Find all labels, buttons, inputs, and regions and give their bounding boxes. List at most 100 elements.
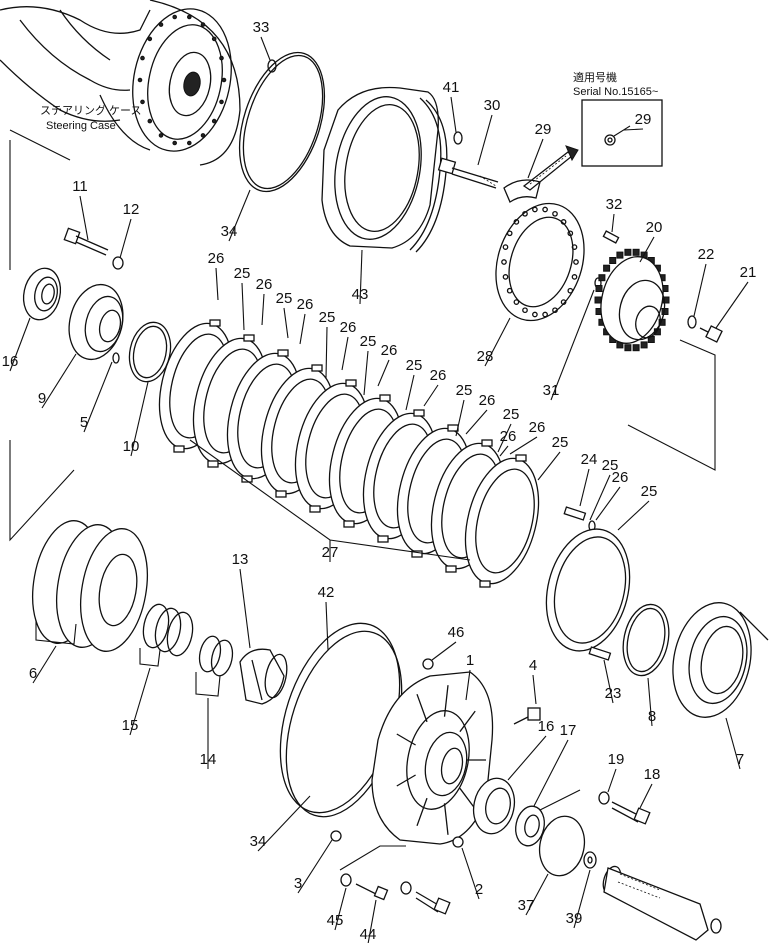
callout-c6: 6: [29, 665, 37, 682]
gear-tooth: [609, 257, 617, 264]
callout-c8: 8: [648, 708, 656, 725]
callout-labels: 3341302929111234433220222116951028312625…: [2, 19, 757, 943]
leader-c25a: [241, 282, 245, 331]
plate-hole: [501, 259, 507, 265]
callout-c19: 19: [608, 751, 625, 768]
case-bolt-hole: [147, 36, 153, 42]
callout-c25g: 25: [503, 406, 520, 423]
part-2-nut: [452, 836, 464, 848]
leader-c25i: [617, 500, 650, 531]
part-22-washer: [687, 315, 697, 329]
part-16-bearing-bottom: [472, 777, 516, 835]
leader-c2: [461, 847, 480, 900]
leader-c44: [367, 899, 377, 943]
plate-hole: [552, 210, 558, 217]
part-6-bracket: [35, 620, 77, 645]
case-bolt-hole: [158, 133, 164, 138]
gear-tooth: [640, 341, 648, 349]
leader-c20: [639, 236, 655, 263]
callout-c44: 44: [360, 926, 377, 943]
callout-c30: 30: [484, 97, 501, 114]
leader-c29a: [527, 138, 544, 179]
housing-rib: [396, 733, 416, 746]
gear-reference-line: [627, 339, 716, 471]
plate-hole: [567, 287, 574, 294]
part-44-bolt-2: [415, 891, 451, 915]
part-8-ring: [622, 603, 670, 677]
leader-c19: [607, 768, 617, 793]
case-bolt-hole: [137, 77, 143, 83]
callout-c1: 1: [466, 652, 474, 669]
callout-c26f: 26: [430, 367, 447, 384]
part-20-gear: [594, 248, 670, 352]
steering-case-label-jp: ステアリング ケース: [40, 103, 142, 117]
leader-c17: [533, 739, 569, 807]
part-16-bearing-top: [22, 267, 62, 321]
plate-hole: [522, 210, 528, 217]
part-9-hub: [68, 283, 124, 361]
callout-c25d: 25: [360, 333, 377, 350]
callout-c2: 2: [475, 881, 483, 898]
leader-c25e: [405, 374, 415, 411]
part-14-rings: [198, 635, 234, 677]
callout-c21: 21: [740, 264, 757, 281]
plate-hole: [502, 244, 509, 250]
leader-c25j: [589, 474, 611, 521]
part-15-rings: [142, 603, 194, 657]
leader-c22: [693, 263, 707, 317]
callout-c25b: 25: [276, 290, 293, 307]
part-24-pin: [563, 506, 587, 521]
part-10-ring-inner: [132, 325, 168, 379]
part-6-discs: [32, 520, 148, 652]
part-12-washer: [112, 256, 124, 270]
leader-c12: [119, 218, 132, 259]
case-bolt-hole: [147, 118, 153, 124]
part-39-washer: [583, 851, 597, 869]
leader-c21: [715, 281, 749, 329]
part-11-bolt: [63, 227, 109, 256]
leader-c9: [41, 353, 77, 409]
part-32-pin: [602, 230, 620, 244]
callout-c24: 24: [581, 451, 598, 468]
leader-c15: [129, 667, 151, 736]
leader-c3: [297, 839, 333, 894]
plate-hole: [542, 311, 548, 318]
leader-c41: [450, 96, 457, 133]
leader-c26d: [341, 336, 349, 371]
plate-hole: [573, 259, 579, 265]
gear-tooth: [595, 285, 603, 292]
part-43-cage: [321, 86, 448, 253]
callout-c25h: 25: [552, 434, 569, 451]
housing-rib: [396, 774, 416, 787]
callout-c46: 46: [448, 624, 465, 641]
part-30-bolt: [437, 157, 499, 189]
case-bolt-hole: [172, 14, 177, 20]
part-45-washer-2: [400, 881, 412, 895]
shaft-end-ring: [710, 918, 722, 934]
leader-c25b: [283, 307, 289, 339]
case-reference-line: [9, 129, 71, 161]
leader-c13: [239, 568, 251, 649]
case-bolt-hole: [200, 22, 206, 27]
part-34-seal-ring-top-inner: [242, 54, 324, 190]
callout-c26j: 26: [500, 428, 517, 445]
callout-c16a: 16: [2, 353, 19, 370]
callout-c34a: 34: [221, 223, 238, 240]
plate-hole: [532, 311, 538, 318]
leader-c25h: [537, 451, 561, 481]
case-bolt-hole: [140, 55, 145, 61]
callout-c7: 7: [736, 751, 744, 768]
callout-c42: 42: [318, 584, 335, 601]
callout-c26g: 26: [479, 392, 496, 409]
leader-c11: [79, 195, 89, 241]
callout-c22: 22: [698, 246, 715, 263]
leader-c18: [639, 783, 653, 809]
leader-c23: [603, 659, 614, 704]
plate-hole: [513, 219, 520, 225]
plate-hole: [552, 307, 558, 314]
part-3-nut: [330, 830, 342, 842]
gear-tooth: [598, 274, 606, 282]
callout-c43: 43: [352, 286, 369, 303]
